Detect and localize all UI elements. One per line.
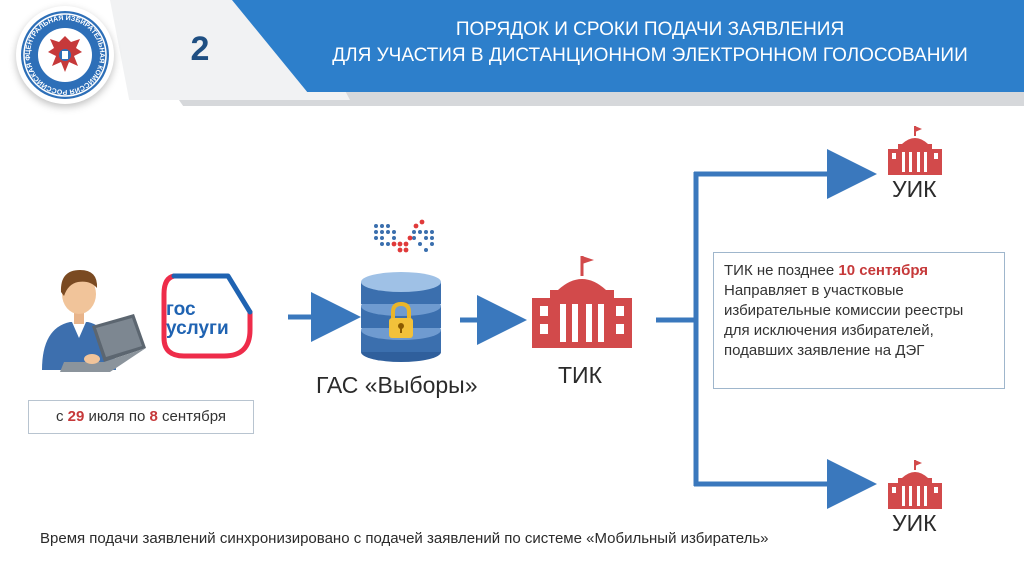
page-title-line1: ПОРЯДОК И СРОКИ ПОДАЧИ ЗАЯВЛЕНИЯ xyxy=(455,19,845,40)
user-at-laptop-icon xyxy=(42,270,146,372)
slide-number: 2 xyxy=(190,30,210,68)
tik-deadline-info-box: ТИК не позднее 10 сентября Направляет в … xyxy=(713,252,1005,389)
tik-label: ТИК xyxy=(558,362,602,388)
database-lock-icon xyxy=(361,272,441,362)
footer-note: Время подачи заявлений синхронизировано … xyxy=(40,530,769,547)
gosuslugi-text: гос услуги xyxy=(166,300,229,338)
info-body: Направляет в участковые избирательные ко… xyxy=(724,282,964,359)
gosuslugi-logo xyxy=(161,273,253,359)
uik-bottom-building-icon xyxy=(888,460,942,509)
uik-top-building-icon xyxy=(888,126,942,175)
uik-top-label: УИК xyxy=(892,176,937,202)
date-end-day: 8 xyxy=(149,408,158,425)
date-suffix: сентября xyxy=(157,408,227,425)
gas-vybory-logo-icon xyxy=(374,219,434,253)
uik-bottom-label: УИК xyxy=(892,510,937,536)
header-blue-band xyxy=(232,0,1024,92)
date-start-day: 29 xyxy=(67,408,85,425)
info-prefix: ТИК не позднее xyxy=(724,262,839,279)
gas-vybory-label: ГАС «Выборы» xyxy=(316,372,478,398)
date-prefix: с xyxy=(55,408,68,425)
gosuslugi-line2: услуги xyxy=(166,318,229,339)
page-title-line2: ДЛЯ УЧАСТИЯ В ДИСТАНЦИОННОМ ЭЛЕКТРОННОМ … xyxy=(332,45,968,66)
application-period-box: с 29 июля по 8 сентября xyxy=(28,400,254,434)
page-title: ПОРЯДОК И СРОКИ ПОДАЧИ ЗАЯВЛЕНИЯ ДЛЯ УЧА… xyxy=(300,17,1000,69)
info-deadline: 10 сентября xyxy=(838,262,929,279)
date-middle: июля по xyxy=(84,408,150,425)
gosuslugi-line1: гос xyxy=(166,299,196,320)
cec-emblem-logo: ЦЕНТРАЛЬНАЯ ИЗБИРАТЕЛЬНАЯ КОМИССИЯ РОССИ… xyxy=(13,1,114,104)
tik-building-icon xyxy=(532,256,632,348)
emblem-icon: ЦЕНТРАЛЬНАЯ ИЗБИРАТЕЛЬНАЯ КОМИССИЯ РОССИ… xyxy=(13,1,109,99)
